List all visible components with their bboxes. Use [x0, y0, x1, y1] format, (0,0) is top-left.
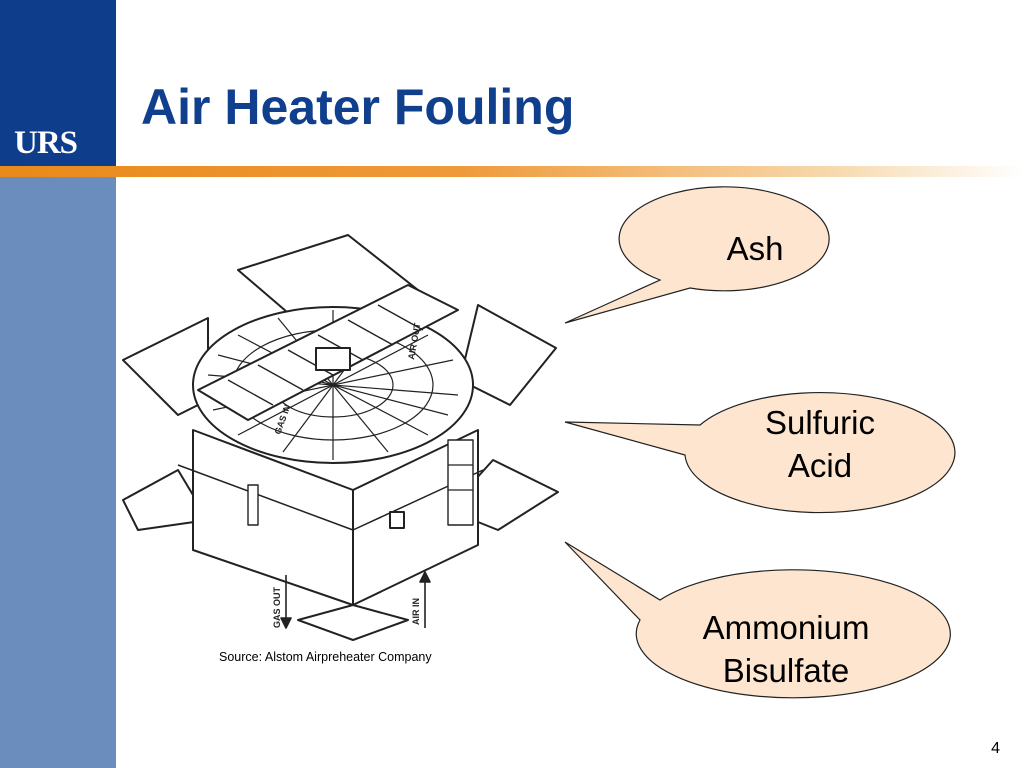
sidebar-top-band: [0, 0, 116, 166]
page-number: 4: [991, 740, 1000, 757]
callout-sulfuric-acid-line1: Sulfuric: [764, 404, 876, 441]
access-door: [389, 511, 405, 529]
air-in-label: AIR IN: [411, 598, 421, 625]
slide-title: Air Heater Fouling: [141, 79, 575, 135]
lower-body-right: [352, 429, 479, 606]
callout-sulfuric-acid: Sulfuric Acid: [730, 402, 910, 488]
title-divider: [0, 166, 1024, 177]
source-caption: Source: Alstom Airpreheater Company: [219, 650, 432, 664]
callout-ash: Ash: [690, 228, 820, 271]
callout-sulfuric-acid-line2: Acid: [787, 446, 853, 484]
callout-ammonium-bisulfate-line1: Ammonium: [702, 609, 870, 646]
callout-ammonium-bisulfate-line2: Bisulfate: [722, 651, 850, 689]
flow-arrows: [280, 571, 431, 629]
right-upper-duct: [459, 304, 557, 406]
sulfuric-acid-bubble: [564, 392, 956, 514]
hub-box: [315, 347, 351, 371]
bottom-pedestal: [297, 604, 409, 641]
callout-ash-line1: Ash: [726, 230, 784, 267]
air-preheater-diagram: GAS IN AIR OUT GAS OUT AIR IN: [122, 234, 559, 641]
gas-out-label: GAS OUT: [272, 586, 282, 628]
callout-ammonium-bisulfate: Ammonium Bisulfate: [676, 607, 896, 693]
sidebar-bottom-band: [0, 177, 116, 768]
urs-logo: URS: [14, 125, 78, 161]
ammonium-bisulfate-bubble: [564, 541, 951, 699]
ash-bubble: [564, 186, 830, 324]
